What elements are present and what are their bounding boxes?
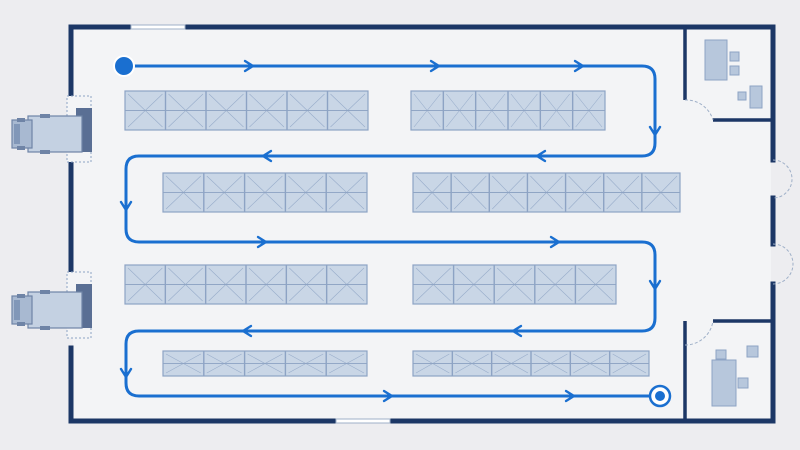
- rack-row: [412, 172, 681, 213]
- rack-bay: [413, 173, 680, 212]
- route-arrow: [429, 59, 441, 73]
- end-point-dot: [655, 391, 665, 401]
- rack-row: [124, 264, 368, 305]
- rack-row: [412, 350, 650, 377]
- loading-dock: [11, 95, 92, 163]
- route-arrow: [535, 149, 547, 163]
- rack-bay: [125, 91, 368, 130]
- chair-icon: [729, 65, 740, 76]
- desk-icon: [711, 359, 737, 407]
- wall-openings: [130, 24, 391, 424]
- loading-dock: [11, 271, 92, 339]
- rack-row: [162, 350, 368, 377]
- route-start: [113, 55, 135, 77]
- office-walls: [683, 27, 773, 421]
- route-arrow: [261, 149, 273, 163]
- route-arrow: [119, 200, 133, 212]
- picking-route: [124, 64, 660, 398]
- route-arrow: [549, 235, 561, 249]
- route-end: [648, 384, 672, 408]
- start-point-icon: [113, 55, 135, 77]
- chair-icon: [737, 91, 747, 101]
- chair-icon: [715, 349, 727, 360]
- route-arrow: [648, 125, 662, 137]
- rack-rows: [124, 90, 681, 377]
- rack-bay: [413, 265, 616, 304]
- route-arrow: [119, 367, 133, 379]
- desk-icon: [704, 39, 728, 81]
- loading-docks: [11, 95, 92, 339]
- rack-bay: [413, 351, 649, 376]
- route-arrow: [564, 389, 576, 403]
- door-swing-icon: [684, 99, 794, 346]
- outer-walls: [68, 24, 776, 424]
- route-direction-arrows: [119, 59, 662, 403]
- rack-bay: [163, 173, 367, 212]
- route-arrow: [573, 59, 585, 73]
- rack-row: [410, 90, 606, 131]
- office-bottom-furniture: [711, 345, 759, 407]
- chair-icon: [729, 51, 740, 62]
- route-arrow: [256, 235, 268, 249]
- truck-icon: [11, 290, 83, 330]
- rack-row: [412, 264, 617, 305]
- route-arrow: [511, 324, 523, 338]
- desk-icon: [749, 85, 763, 109]
- truck-icon: [11, 114, 83, 154]
- route-arrow: [382, 389, 394, 403]
- route-arrow: [241, 324, 253, 338]
- chair-icon: [737, 377, 749, 389]
- office-top-furniture: [704, 39, 763, 109]
- rack-bay: [411, 91, 605, 130]
- rack-bay: [163, 351, 367, 376]
- route-arrow: [648, 279, 662, 291]
- rack-row: [162, 172, 368, 213]
- rack-bay: [125, 265, 367, 304]
- route-arrow: [243, 59, 255, 73]
- chair-icon: [746, 345, 759, 358]
- rack-row: [124, 90, 369, 131]
